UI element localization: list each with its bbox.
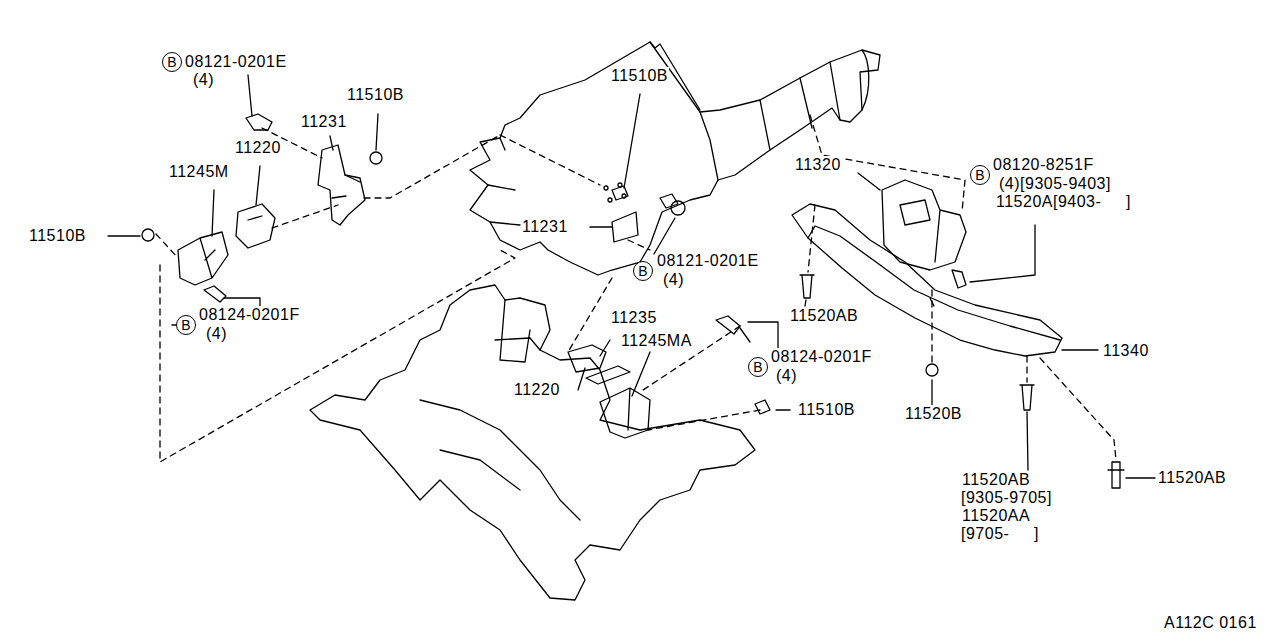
part-label: 11220	[513, 381, 561, 399]
part-label: (4)	[192, 71, 215, 89]
part-label: 11520AA	[961, 507, 1031, 525]
part-label: A112C 0161	[1163, 614, 1258, 632]
part-label: 11231	[521, 218, 569, 236]
circle-letter: B	[638, 264, 647, 278]
part-label: 11510B	[610, 67, 669, 85]
circled-letter: B	[633, 261, 653, 281]
part-label: 11235	[610, 309, 658, 327]
part-label: 11220	[234, 139, 282, 157]
part-label: 08120-8251F	[992, 156, 1095, 174]
part-label: 11520AB	[789, 307, 859, 325]
part-label: 11340	[1102, 342, 1150, 360]
circled-letter: B	[970, 165, 990, 185]
part-label: (4)	[662, 271, 685, 289]
circle-letter: B	[181, 318, 190, 332]
part-label: 11245MA	[620, 332, 693, 350]
circled-letter: B	[748, 357, 768, 377]
part-label: 11520AB	[1157, 469, 1227, 487]
circle-letter: B	[167, 55, 176, 69]
part-label: 11231	[300, 113, 348, 131]
part-label: 11245M	[168, 163, 230, 181]
circle-letter: B	[975, 168, 984, 182]
part-label: 11510B	[346, 86, 405, 104]
part-label: (4)[9305-9403]	[998, 175, 1112, 193]
part-label: [9705- ]	[960, 525, 1040, 543]
part-label: [9305-9705]	[960, 489, 1053, 507]
circled-letter: B	[162, 52, 182, 72]
part-label: 11510B	[28, 227, 87, 245]
part-label: (4)	[775, 367, 798, 385]
circled-letter: B	[176, 315, 196, 335]
part-label: 08121-0201E	[184, 53, 288, 71]
part-label: 11520AB	[961, 471, 1031, 489]
part-label: 08124-0201F	[770, 348, 873, 366]
part-label: 11320	[794, 156, 842, 174]
part-label: 08121-0201E	[656, 252, 760, 270]
part-label: 11510B	[797, 401, 856, 419]
part-label: (4)	[205, 325, 228, 343]
part-label: 08124-0201F	[198, 306, 301, 324]
circle-letter: B	[753, 360, 762, 374]
part-label: 11520B	[904, 405, 963, 423]
part-label: 11520A[9403- ]	[995, 193, 1132, 211]
